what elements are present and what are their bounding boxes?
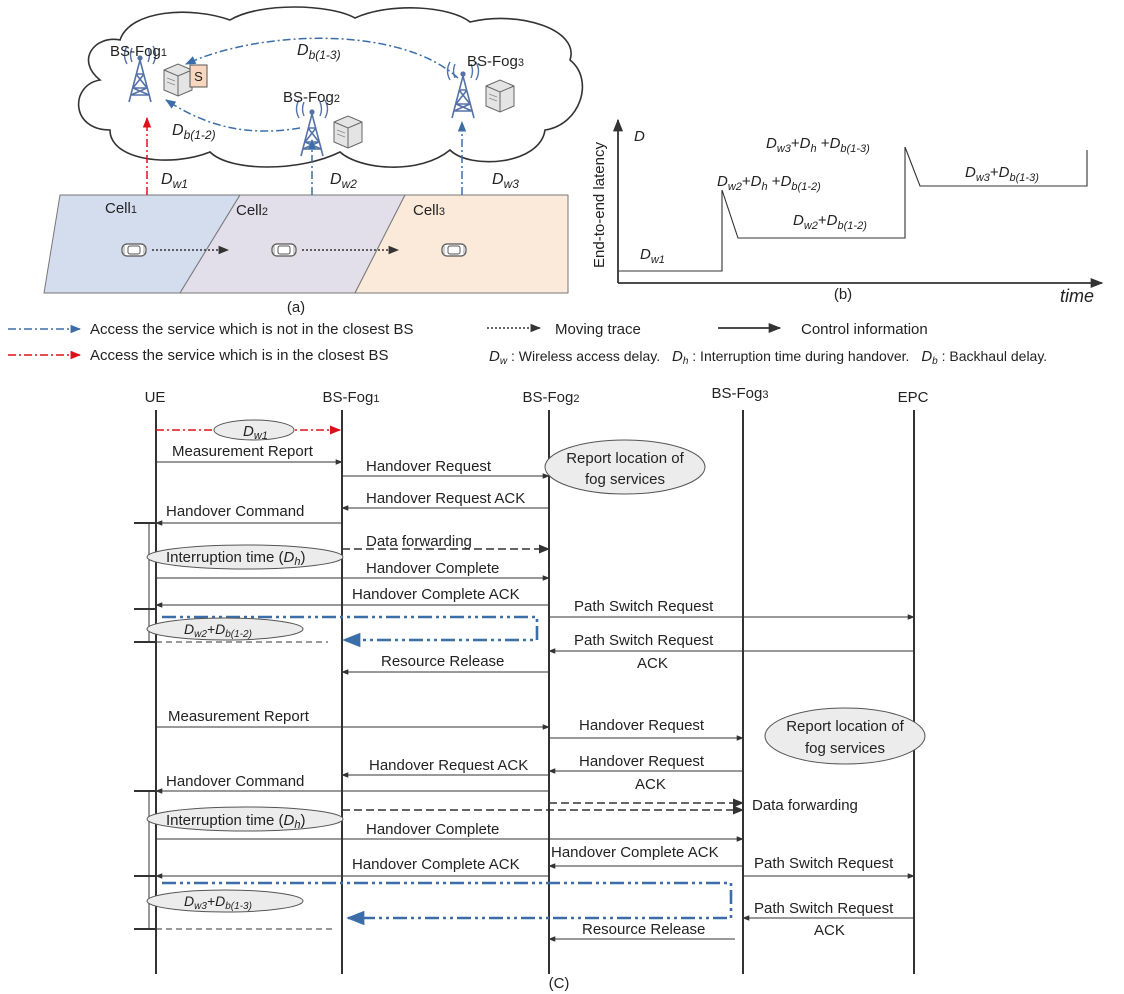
service-path-blue-2 — [162, 881, 733, 926]
db13-label: Db(1-3) — [297, 42, 341, 62]
ellipse-dw3 — [146, 889, 304, 913]
msg-handover-complete-ack-2b-label: Handover Complete ACK — [551, 844, 719, 861]
cell-1-label: Cell1 — [105, 200, 137, 217]
curve-label-peak3: Dw3+Dh +Db(1-3) — [766, 135, 870, 155]
fog-cloud — [77, 6, 584, 168]
curve-label-level2: Dw2+Db(1-2) — [793, 212, 867, 232]
msg-path-switch-request-ack-1-line1: Path Switch Request — [574, 632, 714, 649]
entity-ue: UE — [145, 389, 166, 406]
entity-bs-fog-2: BS-Fog2 — [523, 389, 580, 406]
entity-bs-fog-3: BS-Fog3 — [712, 385, 769, 402]
legend-moving-text: Moving trace — [555, 321, 641, 338]
panel-a: S BS-Fog1 BS-Fog2 BS-Fog3 Db(1-3) Db(1-2… — [43, 6, 584, 316]
msg-handover-request-2-label: Handover Request — [579, 717, 705, 734]
msg-resource-release-1-label: Resource Release — [381, 653, 504, 670]
bs-fog-3-label: BS-Fog3 — [467, 53, 524, 70]
fog-server-1 — [163, 63, 193, 97]
msg-handover-complete-2-label: Handover Complete — [366, 821, 499, 838]
report-ellipse-1-line1: Report location of — [566, 450, 684, 467]
msg-path-switch-request-2-label: Path Switch Request — [754, 855, 894, 872]
legend: Access the service which is not in the c… — [8, 321, 1047, 367]
msg-handover-request-1-label: Handover Request — [366, 458, 492, 475]
interruption-ellipse-1 — [146, 544, 344, 570]
msg-path-switch-request-ack-2-line2: ACK — [814, 922, 845, 939]
dw2-label: Dw2 — [330, 171, 357, 191]
msg-handover-command-1-label: Handover Command — [166, 503, 304, 520]
curve-label-dw1: Dw1 — [640, 246, 665, 266]
panel-c: UE BS-Fog1 BS-Fog2 BS-Fog3 EPC Dw1 Measu… — [134, 385, 929, 992]
legend-delay-definitions: Dw : Wireless access delay. Dh : Interru… — [489, 348, 1047, 367]
caption-c: (C) — [549, 975, 570, 992]
msg-handover-complete-1-label: Handover Complete — [366, 560, 499, 577]
msg-data-forwarding-2-label: Data forwarding — [752, 797, 858, 814]
report-ellipse-2-line1: Report location of — [786, 718, 904, 735]
car-1 — [121, 243, 147, 257]
service-badge-label: S — [194, 69, 203, 84]
msg-handover-complete-ack-2a-label: Handover Complete ACK — [352, 856, 520, 873]
interruption-ellipse-2-label: Interruption time (Dh) — [166, 812, 306, 831]
msg-data-forwarding-1-label: Data forwarding — [366, 533, 472, 550]
dw1-label: Dw1 — [161, 171, 188, 191]
msg-handover-request-ack-2b-line2: ACK — [635, 776, 666, 793]
ellipse-dw1-label: Dw1 — [243, 423, 268, 442]
msg-handover-request-ack-2b-line1: Handover Request — [579, 753, 705, 770]
fog-server-2 — [333, 115, 363, 149]
x-axis-title: time — [1060, 286, 1094, 306]
msg-path-switch-request-ack-2-line1: Path Switch Request — [754, 900, 894, 917]
msg-handover-request-ack-1-label: Handover Request ACK — [366, 490, 525, 507]
msg-handover-complete-ack-1-label: Handover Complete ACK — [352, 586, 520, 603]
curve-label-level3: Dw3+Db(1-3) — [965, 164, 1039, 184]
report-ellipse-1 — [544, 439, 706, 495]
report-ellipse-2-line2: fog services — [805, 740, 885, 757]
car-3 — [441, 243, 467, 257]
ellipse-dw2-label: Dw2+Db(1-2) — [184, 621, 252, 640]
cell-3-label: Cell3 — [413, 202, 445, 219]
bs-fog-1-label: BS-Fog1 — [110, 43, 167, 60]
y-axis-title: End-to-end latency — [591, 142, 608, 268]
curve-label-peak2: Dw2+Dh +Db(1-2) — [717, 173, 821, 193]
entity-bs-fog-1: BS-Fog1 — [323, 389, 380, 406]
report-ellipse-2 — [764, 707, 926, 765]
ellipse-dw2 — [146, 617, 304, 641]
msg-measurement-report-2-label: Measurement Report — [168, 708, 310, 725]
msg-path-switch-request-1-label: Path Switch Request — [574, 598, 714, 615]
interruption-ellipse-2 — [146, 806, 344, 832]
y-axis-letter: D — [634, 128, 645, 145]
car-2 — [271, 243, 297, 257]
msg-path-switch-request-ack-1-line2: ACK — [637, 655, 668, 672]
dw3-label: Dw3 — [492, 171, 519, 191]
backhaul-arc-1-2 — [165, 99, 301, 132]
panel-b: End-to-end latency D time (b) Dw1 Dw2+Dh… — [591, 118, 1104, 306]
report-ellipse-1-line2: fog services — [585, 471, 665, 488]
msg-handover-command-2-label: Handover Command — [166, 773, 304, 790]
caption-b: (b) — [834, 286, 852, 303]
interruption-ellipse-1-label: Interruption time (Dh) — [166, 549, 306, 568]
entity-epc: EPC — [898, 389, 929, 406]
legend-blue-text: Access the service which is not in the c… — [90, 321, 413, 338]
legend-control-text: Control information — [801, 321, 928, 338]
fog-server-3 — [485, 79, 515, 113]
latency-curve — [618, 146, 1088, 272]
db12-label: Db(1-2) — [172, 122, 216, 142]
ellipse-dw1 — [213, 419, 295, 441]
service-badge — [189, 64, 208, 88]
legend-red-text: Access the service which is in the close… — [90, 347, 388, 364]
bs-fog-2-label: BS-Fog2 — [283, 89, 340, 106]
msg-handover-request-ack-2-label: Handover Request ACK — [369, 757, 528, 774]
cell-2-label: Cell2 — [236, 202, 268, 219]
msg-measurement-report-1-label: Measurement Report — [172, 443, 314, 460]
service-path-blue-1 — [162, 615, 539, 648]
msg-resource-release-2-label: Resource Release — [582, 921, 705, 938]
ellipse-dw3-label: Dw3+Db(1-3) — [184, 893, 252, 912]
caption-a: (a) — [287, 299, 305, 316]
